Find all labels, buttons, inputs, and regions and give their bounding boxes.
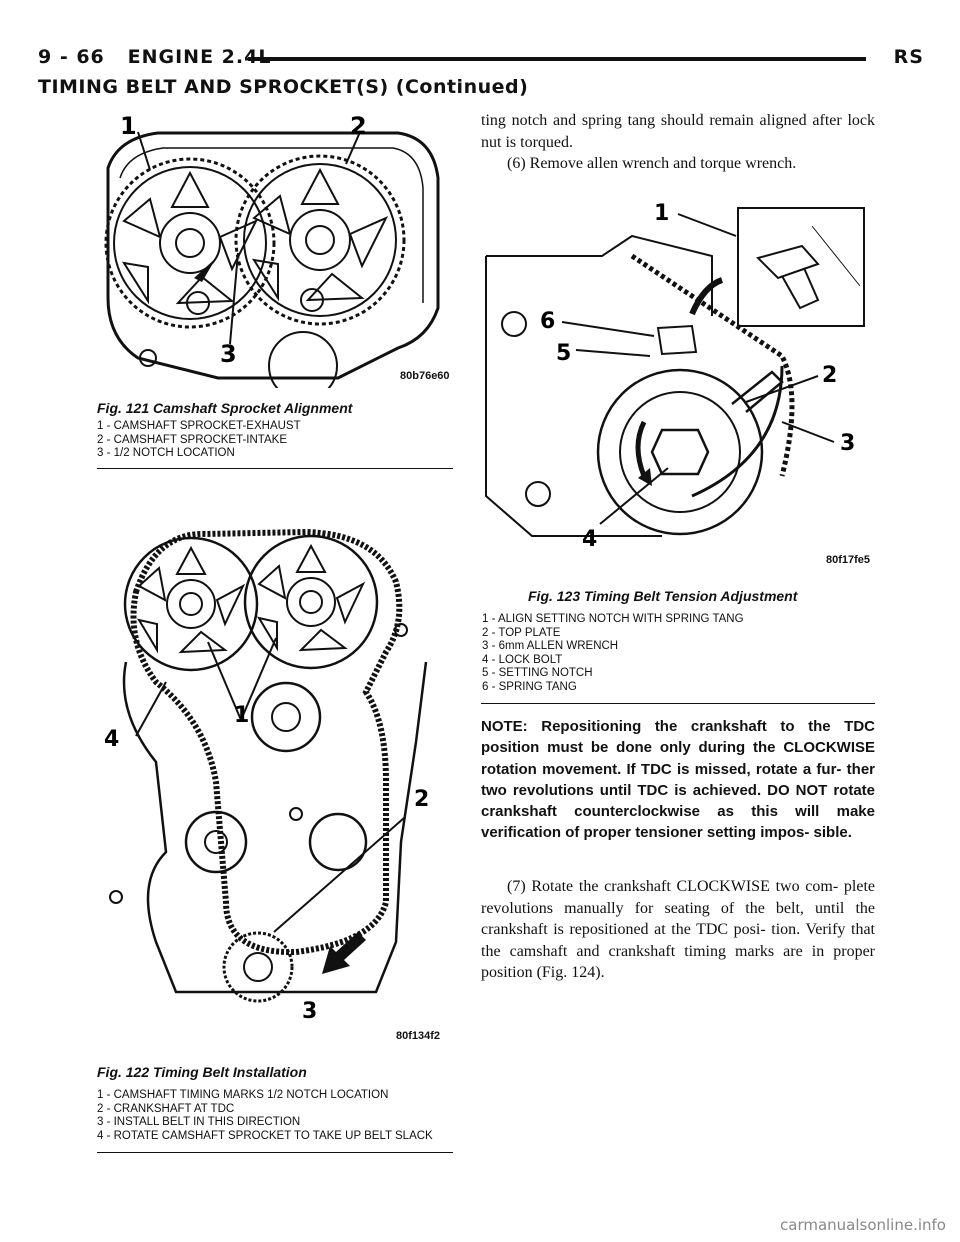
figure-123-caption: Fig. 123 Timing Belt Tension Adjustment [528, 588, 798, 604]
legend-item: 3 - INSTALL BELT IN THIS DIRECTION [97, 1116, 301, 1129]
figure-121-legend: 1 - CAMSHAFT SPROCKET-EXHAUST 2 - CAMSHA… [97, 420, 301, 461]
header-rule [248, 57, 866, 61]
figure-121-rule [97, 468, 453, 469]
figure-121: 1 2 3 80b76e60 [98, 108, 454, 468]
legend-item: 3 - 6mm ALLEN WRENCH [482, 640, 619, 653]
callout-5: 5 [556, 341, 571, 366]
legend-item: 5 - SETTING NOTCH [482, 667, 593, 680]
callout-3: 3 [302, 999, 317, 1024]
paragraph-continued: ting notch and spring tang should remain… [481, 112, 875, 151]
figure-123: 1 6 5 2 3 4 80f17fe5 [482, 196, 874, 566]
callout-2: 2 [822, 363, 837, 388]
legend-item: 1 - ALIGN SETTING NOTCH WITH SPRING TANG [482, 613, 744, 625]
figure-123-legend: 1 - ALIGN SETTING NOTCH WITH SPRING TANG… [482, 613, 744, 695]
figure-122-rule [97, 1152, 453, 1153]
callout-6: 6 [540, 309, 555, 334]
callout-1: 1 [654, 201, 669, 226]
step-6: (6) Remove allen wrench and torque wrenc… [507, 155, 797, 172]
timing-belt-tension-illustration: 1 6 5 2 3 4 [485, 201, 865, 552]
page-header: 9 - 66 ENGINE 2.4L RS [38, 44, 924, 74]
figure-122-legend: 1 - CAMSHAFT TIMING MARKS 1/2 NOTCH LOCA… [97, 1089, 433, 1143]
legend-item: 2 - CAMSHAFT SPROCKET-INTAKE [97, 433, 287, 446]
figure-122: 4 1 2 3 80f134f2 [96, 522, 452, 1052]
legend-item: 2 - TOP PLATE [482, 626, 561, 639]
legend-item: 2 - CRANKSHAFT AT TDC [97, 1102, 235, 1115]
legend-item: 4 - ROTATE CAMSHAFT SPROCKET TO TAKE UP … [97, 1129, 433, 1142]
callout-1: 1 [234, 703, 249, 728]
figure-code: 80b76e60 [400, 370, 450, 382]
callout-2: 2 [414, 787, 429, 812]
model-code: RS [893, 46, 924, 68]
step-7: (7) Rotate the crankshaft CLOCKWISE two … [481, 878, 875, 981]
watermark: carmanualsonline.info [780, 1216, 946, 1234]
legend-item: 3 - 1/2 NOTCH LOCATION [97, 447, 235, 460]
figure-121-caption: Fig. 121 Camshaft Sprocket Alignment [97, 400, 353, 416]
callout-4: 4 [582, 527, 597, 552]
legend-item: 1 - CAMSHAFT TIMING MARKS 1/2 NOTCH LOCA… [97, 1089, 389, 1101]
legend-item: 6 - SPRING TANG [482, 680, 577, 693]
callout-3: 3 [220, 340, 237, 368]
timing-belt-installation-illustration: 4 1 2 3 [104, 528, 429, 1024]
figure-code: 80f134f2 [396, 1030, 441, 1042]
figure-122-caption: Fig. 122 Timing Belt Installation [97, 1064, 307, 1080]
section-title: TIMING BELT AND SPROCKET(S) (Continued) [38, 76, 529, 98]
callout-3: 3 [840, 431, 855, 456]
legend-item: 1 - CAMSHAFT SPROCKET-EXHAUST [97, 420, 301, 432]
figure-123-rule [481, 703, 875, 704]
callout-2: 2 [350, 112, 367, 140]
page-reference: 9 - 66 ENGINE 2.4L [38, 46, 280, 68]
camshaft-sprocket-illustration: 1 2 3 [104, 112, 440, 388]
note-paragraph: NOTE: Repositioning the crankshaft to th… [481, 718, 875, 842]
legend-item: 4 - LOCK BOLT [482, 653, 563, 666]
figure-code: 80f17fe5 [826, 554, 871, 566]
callout-4: 4 [104, 727, 119, 752]
callout-1: 1 [120, 112, 137, 140]
